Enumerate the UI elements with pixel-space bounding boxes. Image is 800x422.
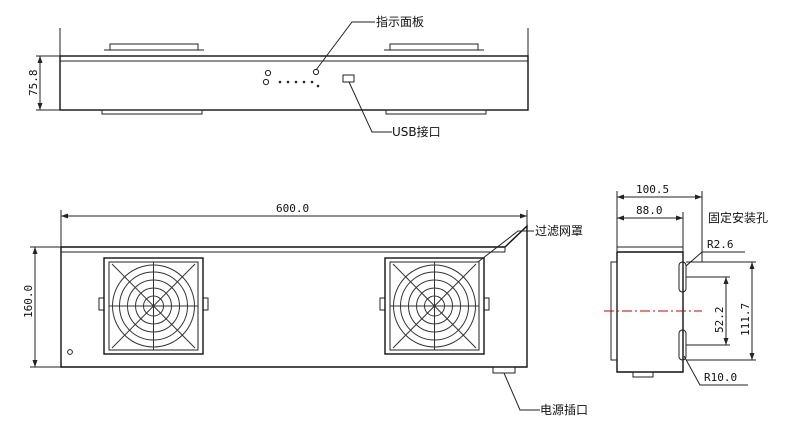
top-view-body <box>59 55 529 111</box>
hole-radius-large-dimension: R10.0 <box>704 371 737 384</box>
front-view: 600.0 <box>22 202 588 417</box>
indicator-panel-leds <box>262 68 320 88</box>
power-socket-label: 电源插口 <box>540 403 588 417</box>
hole-radius-small-dimension: R2.6 <box>707 238 734 251</box>
top-height-dimension: 75.8 <box>27 70 40 97</box>
indicator-panel-label: 指示面板 <box>376 14 424 29</box>
front-width-dimension: 600.0 <box>276 202 309 215</box>
side-depth-total-dimension: 100.5 <box>636 183 669 196</box>
hole-span-dimension: 111.7 <box>739 303 752 336</box>
usb-port-shape <box>342 74 355 83</box>
filter-grille-left <box>98 257 209 355</box>
hole-spacing-dimension: 52.2 <box>713 307 726 334</box>
power-socket-shape <box>492 366 516 374</box>
filter-grille-label: 过滤网罩 <box>535 224 583 238</box>
side-view: 100.5 88.0 固定安装孔 R2.6 52.2 111.7 R10.0 <box>604 183 768 386</box>
front-view-body <box>60 224 528 368</box>
usb-port-label: USB接口 <box>392 124 441 139</box>
side-view-body <box>616 251 684 373</box>
top-view: 指示面板 USB接口 75.8 <box>27 14 529 139</box>
side-depth-hole-dimension: 88.0 <box>636 204 663 217</box>
filter-grille-right <box>379 257 490 355</box>
front-height-dimension: 160.0 <box>22 285 35 318</box>
mount-hole-label: 固定安装孔 <box>708 210 768 225</box>
